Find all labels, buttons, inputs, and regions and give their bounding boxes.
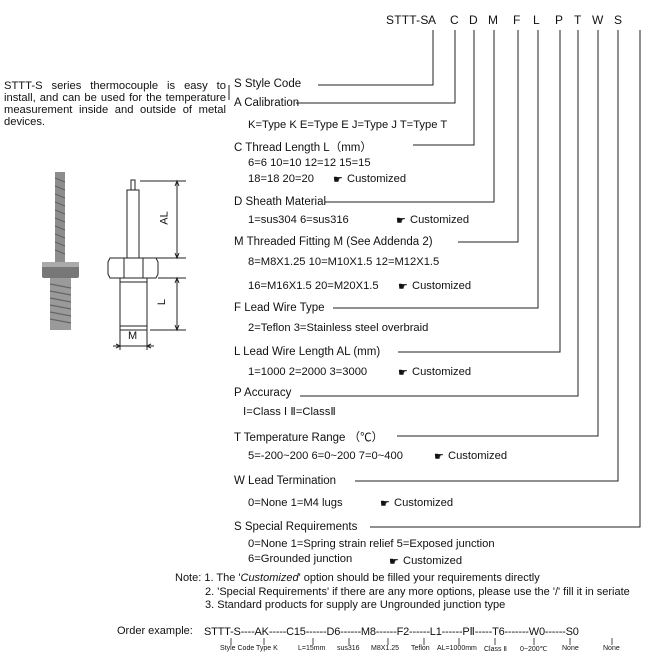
- caption-fitting: M8X1.25: [371, 645, 400, 652]
- item-lead-wire-type: F Lead Wire Type: [234, 302, 325, 314]
- caption-accuracy: Class Ⅱ: [484, 646, 507, 653]
- pointing-hand-icon: ☛: [398, 281, 409, 293]
- lead-termination-customized: ☛Customized: [380, 497, 454, 510]
- item-lead-termination: W Lead Termination: [234, 475, 337, 487]
- code-letter-l: L: [533, 13, 540, 27]
- caption-termination: None: [562, 645, 579, 652]
- lead-wire-type-options: 2=Teflon 3=Stainless steel overbraid: [248, 322, 429, 334]
- item-accuracy: P Accuracy: [234, 387, 292, 399]
- code-letter-p: P: [555, 13, 564, 27]
- caption-special: None: [603, 645, 620, 652]
- item-sheath-material: D Sheath Material: [234, 196, 327, 208]
- code-letter-s: S: [614, 13, 623, 27]
- sensor-photo: [42, 172, 79, 330]
- threaded-fitting-customized: ☛Customized: [398, 280, 472, 293]
- sensor-drawing: [107, 179, 186, 350]
- sheath-material-options: 1=sus304 6=sus316: [248, 214, 349, 226]
- calibration-options: K=Type K E=Type E J=Type J T=Type T: [248, 119, 448, 131]
- special-requirements-customized: ☛Customized: [389, 555, 463, 568]
- accuracy-options: Ⅰ=Class Ⅰ Ⅱ=ClassⅡ: [243, 406, 336, 418]
- code-letter-c: C: [450, 13, 459, 27]
- caption-lead-length: AL=1000mm: [437, 645, 477, 652]
- caption-sheath: sus316: [337, 645, 360, 652]
- l-dimension-label: L: [156, 298, 169, 306]
- m-dimension-label: M: [128, 330, 138, 342]
- intro-paragraph: STTT-S series thermocouple is easy to in…: [4, 80, 226, 128]
- threaded-fitting-options-1: 8=M8X1.25 10=M10X1.5 12=M12X1.5: [248, 256, 440, 268]
- pointing-hand-icon: ☛: [398, 367, 409, 379]
- item-style-code: S Style Code: [234, 78, 302, 90]
- caption-type: Type K: [256, 645, 278, 652]
- threaded-fitting-options-2: 16=M16X1.5 20=M20X1.5: [248, 280, 379, 292]
- code-letter-d: D: [469, 13, 478, 27]
- caption-temperature: 0~200℃: [520, 646, 548, 653]
- caption-lead-type: Teflon: [411, 645, 430, 652]
- item-threaded-fitting: M Threaded Fitting M (See Addenda 2): [234, 236, 433, 248]
- item-temperature-range: T Temperature Range （℃）: [234, 432, 384, 444]
- special-requirements-options-1: 0=None 1=Spring strain relief 5=Exposed …: [248, 538, 495, 550]
- order-example-label: Order example:: [117, 625, 193, 637]
- special-requirements-options-2: 6=Grounded junction: [248, 553, 353, 565]
- thread-length-customized: ☛Customized: [333, 173, 407, 186]
- code-letter-w: W: [592, 13, 604, 27]
- thread-length-options-1: 6=6 10=10 12=12 15=15: [248, 157, 371, 169]
- item-special-requirements: S Special Requirements: [234, 521, 358, 533]
- al-dimension-label: AL: [158, 211, 171, 225]
- thread-length-options-2: 18=18 20=20: [248, 173, 314, 185]
- note-2: 2. 'Special Requirements' if there are a…: [205, 586, 630, 598]
- lead-wire-length-options: 1=1000 2=2000 3=3000: [248, 366, 368, 378]
- temperature-range-options: 5=-200~200 6=0~200 7=0~400: [248, 450, 403, 462]
- code-letter-t: T: [574, 13, 582, 27]
- pointing-hand-icon: ☛: [389, 556, 400, 568]
- caption-thread-length: L=15mm: [298, 645, 326, 652]
- note-1: Note: 1. The 'Customized' option should …: [175, 572, 540, 584]
- pointing-hand-icon: ☛: [434, 451, 445, 463]
- item-thread-length: C Thread Length L（mm）: [234, 142, 372, 154]
- item-lead-wire-length: L Lead Wire Length AL (mm): [234, 346, 381, 358]
- pointing-hand-icon: ☛: [396, 215, 407, 227]
- sheath-material-customized: ☛Customized: [396, 214, 470, 227]
- caption-style-code: Style Code: [220, 645, 255, 652]
- pointing-hand-icon: ☛: [380, 498, 391, 510]
- code-letter-m: M: [488, 13, 499, 27]
- pointing-hand-icon: ☛: [333, 174, 344, 186]
- temperature-range-customized: ☛Customized: [434, 450, 508, 463]
- lead-wire-length-customized: ☛Customized: [398, 366, 472, 379]
- item-calibration: A Calibration: [234, 97, 300, 109]
- note-3: 3. Standard products for supply are Ungr…: [205, 599, 506, 611]
- code-letter-f: F: [513, 13, 521, 27]
- lead-termination-options: 0=None 1=M4 lugs: [248, 497, 343, 509]
- code-letter-a: A: [428, 13, 437, 27]
- code-prefix: STTT-S: [386, 13, 429, 27]
- order-example-code: STTT-S----AK-----C15------D6------M8----…: [204, 626, 579, 638]
